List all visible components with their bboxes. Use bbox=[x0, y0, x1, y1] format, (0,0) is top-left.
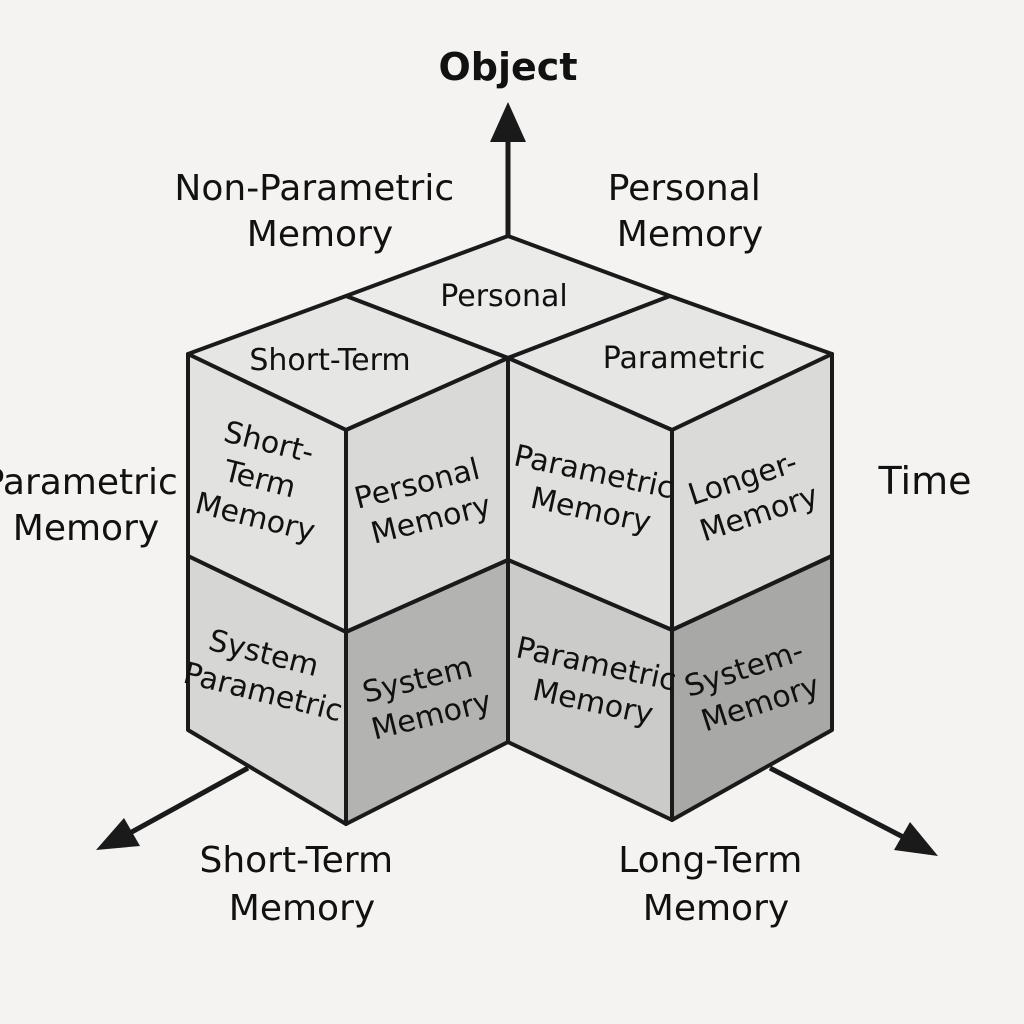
label-parametric-memory: Parametric Memory bbox=[0, 462, 189, 549]
lower-faces bbox=[186, 554, 834, 826]
face-right-lower-side bbox=[670, 554, 834, 822]
face-label-system-parametric: System Parametric bbox=[180, 619, 355, 729]
short-term-axis-arrowhead bbox=[96, 818, 140, 850]
label-personal-memory: Personal Memory bbox=[608, 168, 773, 255]
label-non-parametric-memory: Non-Parametric Memory bbox=[174, 168, 465, 255]
axis-title-time: Time bbox=[878, 459, 972, 503]
top-label-parametric: Parametric bbox=[603, 341, 765, 376]
long-term-axis-arrowhead bbox=[894, 822, 938, 856]
short-term-axis-line bbox=[126, 765, 250, 837]
top-label-personal: Personal bbox=[440, 279, 568, 314]
label-long-term-memory-axis: Long-Term Memory bbox=[618, 840, 814, 929]
upper-faces bbox=[186, 352, 834, 634]
long-term-axis-line bbox=[768, 765, 907, 841]
axis-arrows bbox=[96, 102, 938, 856]
object-axis-arrowhead bbox=[490, 102, 526, 142]
top-label-short-term: Short-Term bbox=[249, 343, 410, 378]
top-faces bbox=[186, 234, 834, 432]
axis-title-object: Object bbox=[439, 45, 578, 89]
label-short-term-memory-axis: Short-Term Memory bbox=[199, 840, 404, 929]
